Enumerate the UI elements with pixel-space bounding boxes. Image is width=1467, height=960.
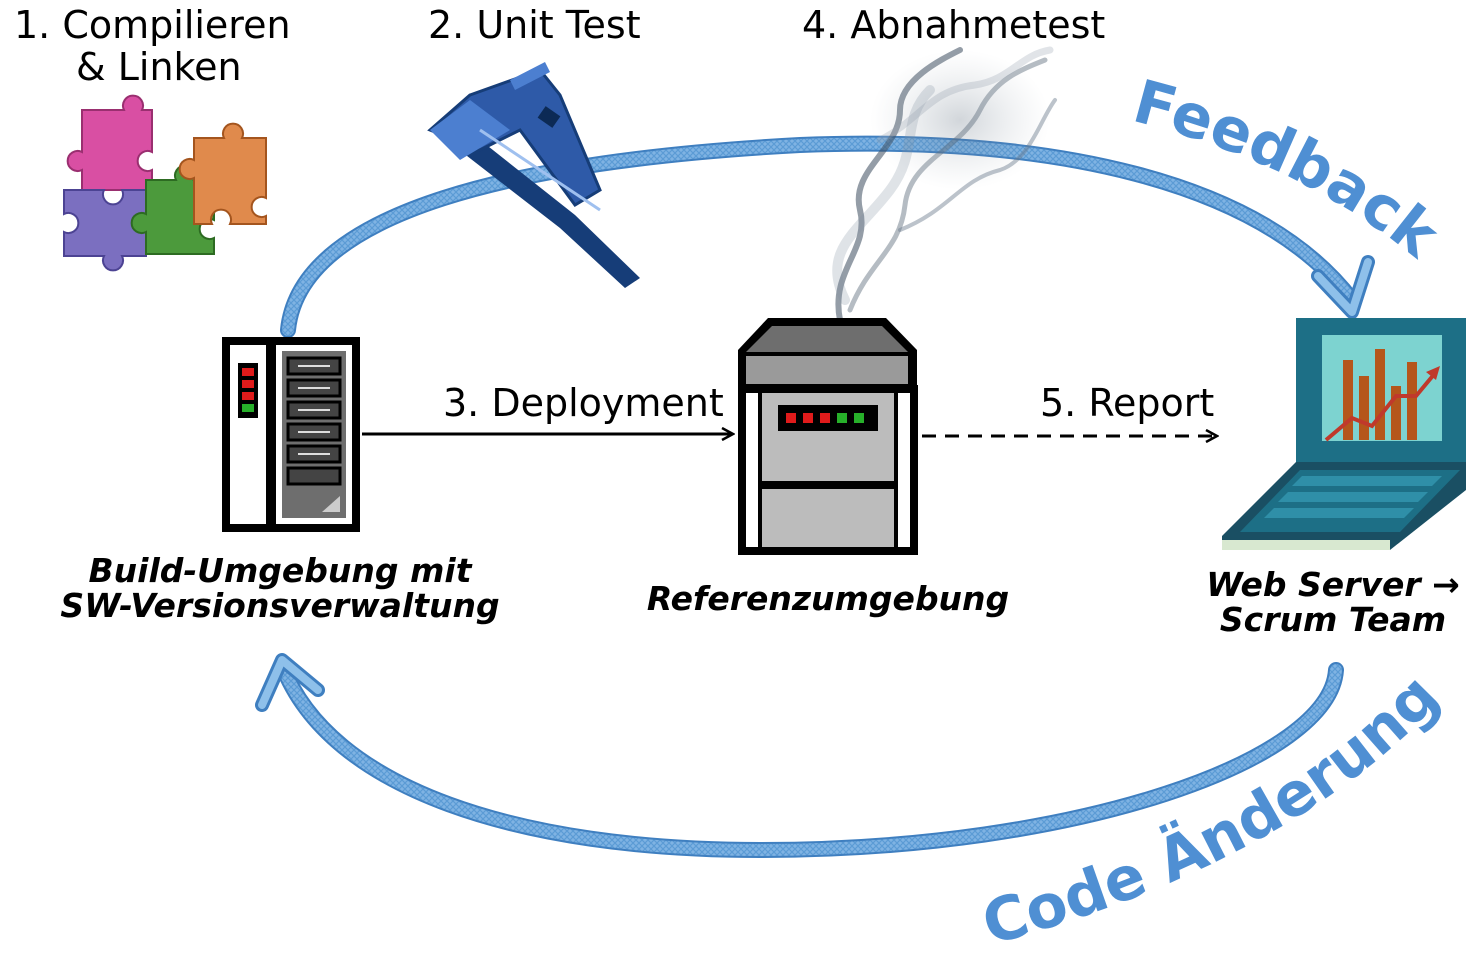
build-env-line2: SW-Versionsverwaltung [60, 585, 500, 625]
step-acceptance-test: 4. Abnahmetest [802, 3, 1106, 47]
step-report: 5. Report [1040, 381, 1215, 425]
web-server-line1: Web Server → [1206, 565, 1460, 604]
caliper-icon [427, 62, 640, 288]
reference-env-label: Referenzumgebung [646, 579, 1010, 618]
step-deployment: 3. Deployment [443, 381, 724, 425]
feedback-loop-arrow [280, 135, 1375, 338]
code-change-label: Code Änderung [975, 661, 1453, 955]
reference-server-icon [738, 318, 918, 555]
code-change-loop-arrow [255, 653, 1344, 859]
build-env-line1: Build-Umgebung mit [88, 551, 472, 590]
web-server-line2: Scrum Team [1219, 599, 1447, 639]
build-env-label: Build-Umgebung mit SW-Versionsverwaltung [40, 551, 520, 625]
build-server-icon [222, 337, 360, 532]
puzzle-pieces-icon [63, 94, 267, 272]
smoke-icon [832, 46, 1057, 323]
step-compile-line2: & Linken [76, 45, 242, 89]
step-unit-test: 2. Unit Test [428, 3, 641, 47]
laptop-chart-icon [1222, 318, 1466, 550]
web-server-label: Web Server → Scrum Team [1200, 565, 1466, 639]
step-compile-line1: 1. Compilieren [14, 3, 291, 47]
